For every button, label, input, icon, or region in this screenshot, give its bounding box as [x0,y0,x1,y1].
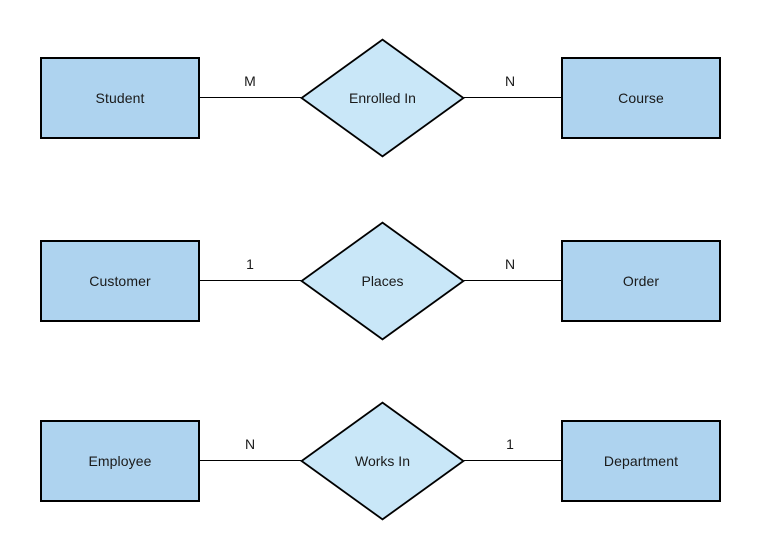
entity-label: Customer [89,273,151,289]
relationship-works-in[interactable]: Works In [300,401,465,521]
connector-line-right [464,97,562,98]
entity-order[interactable]: Order [561,240,721,322]
entity-department[interactable]: Department [561,420,721,502]
cardinality-label-right: 1 [506,436,514,452]
entity-label: Course [618,90,664,106]
relationship-enrolled-in[interactable]: Enrolled In [300,38,465,158]
diamond-shape [300,221,465,341]
entity-employee[interactable]: Employee [40,420,200,502]
entity-label: Employee [88,453,152,469]
diamond-shape [300,38,465,158]
cardinality-label-left: N [244,436,256,452]
entity-label: Student [95,90,145,106]
er-relationship-row: Student M Enrolled In N Course [0,28,761,168]
cardinality-label-left: 1 [246,256,254,272]
connector-line-right [464,280,562,281]
cardinality-label-left: M [244,73,256,89]
cardinality-label-right: N [504,73,516,89]
connector-line-left [200,280,301,281]
entity-student[interactable]: Student [40,57,200,139]
er-relationship-row: Employee N Works In 1 Department [0,391,761,531]
connector-line-right [464,460,562,461]
entity-course[interactable]: Course [561,57,721,139]
entity-label: Order [622,273,660,289]
cardinality-label-right: N [504,256,516,272]
entity-label: Department [603,453,679,469]
connector-line-left [200,97,301,98]
diamond-shape [300,401,465,521]
er-relationship-row: Customer 1 Places N Order [0,211,761,351]
connector-line-left [200,460,301,461]
relationship-places[interactable]: Places [300,221,465,341]
entity-customer[interactable]: Customer [40,240,200,322]
